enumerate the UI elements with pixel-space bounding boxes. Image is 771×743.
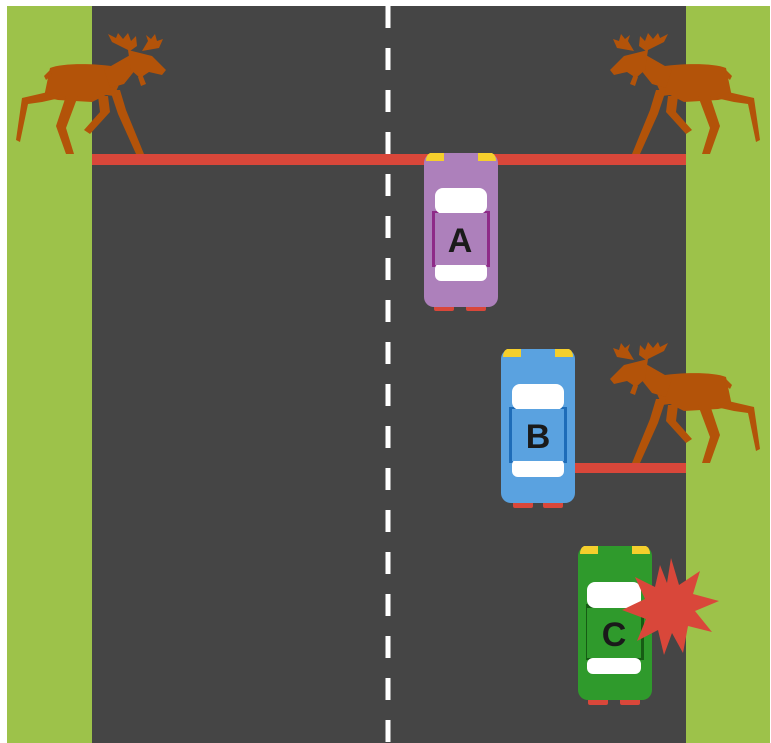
headlight	[580, 546, 598, 554]
car-a-label: A	[448, 222, 473, 260]
stop-line-mid	[560, 463, 686, 473]
car-c: C	[578, 546, 652, 705]
stop-line-top	[92, 154, 686, 165]
headlight	[426, 153, 444, 161]
headlight	[555, 349, 573, 357]
headlight	[503, 349, 521, 357]
headlight	[478, 153, 496, 161]
car-a: A	[424, 153, 498, 311]
car-b: B	[501, 349, 575, 508]
headlight	[632, 546, 650, 554]
car-b-label: B	[526, 418, 551, 456]
car-c-label: C	[602, 616, 627, 654]
